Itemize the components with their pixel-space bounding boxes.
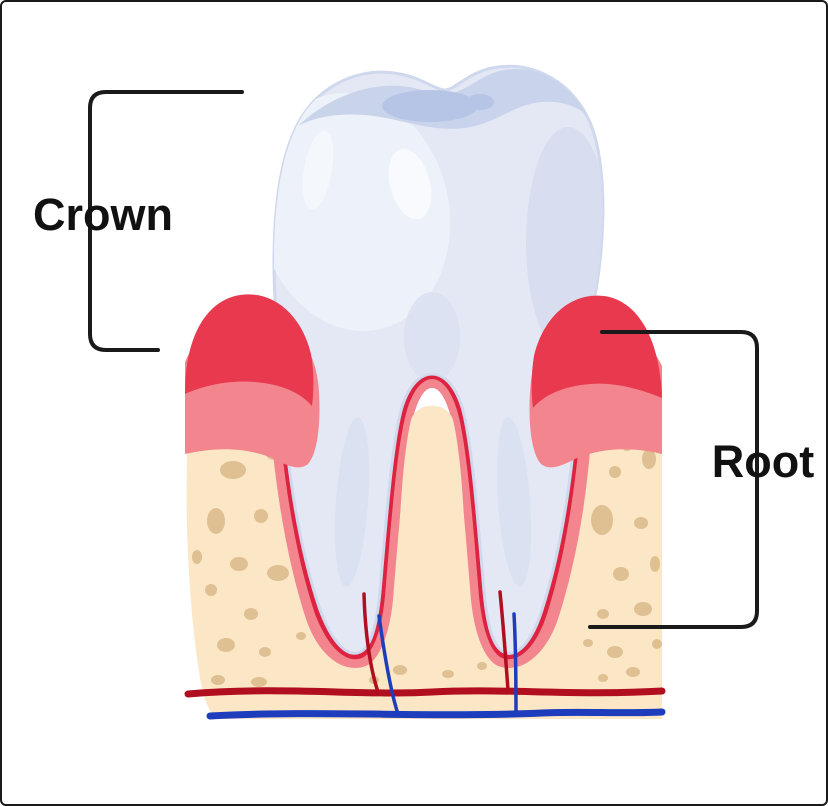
artery-main — [184, 687, 666, 698]
root-right-shade — [496, 417, 532, 587]
dentin-shade — [404, 292, 460, 382]
root-label: Root — [711, 436, 815, 487]
bone-spots — [192, 387, 662, 687]
gum-left — [185, 294, 320, 468]
vein-branch-right — [512, 612, 518, 714]
tooth-shading — [274, 68, 603, 587]
enamel-highlight-left — [302, 130, 334, 210]
root-bracket — [588, 330, 759, 629]
crown-label: Crown — [33, 189, 173, 240]
artery-branch-left-root-canal — [362, 592, 380, 694]
occlusal-pit-shade-small — [466, 94, 494, 110]
crown-bracket — [88, 90, 244, 352]
gum-right-red-cap — [531, 295, 662, 408]
root-left-shade — [334, 417, 370, 587]
enamel-highlight-bright — [388, 148, 432, 220]
artery — [184, 590, 666, 698]
interradicular-bone — [398, 405, 466, 657]
artery-branch-right-root-canal — [498, 590, 510, 692]
vein — [206, 612, 666, 720]
vein-main — [206, 708, 666, 720]
gum-left-red-cap — [185, 294, 314, 406]
callout-brackets — [88, 90, 759, 629]
gum-right — [529, 295, 662, 468]
occlusal-pit-shade — [382, 90, 478, 122]
vein-branch-left — [377, 614, 400, 716]
